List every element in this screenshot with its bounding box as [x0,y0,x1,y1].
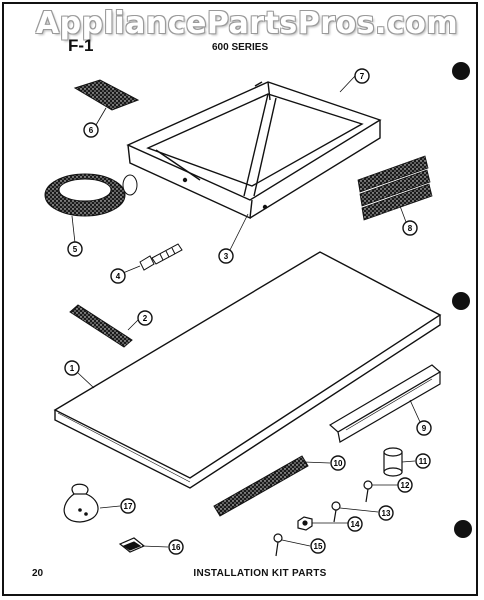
svg-text:10: 10 [334,459,343,468]
part-12-screw [363,480,373,503]
svg-text:11: 11 [419,457,428,466]
svg-text:15: 15 [314,542,323,551]
page-border [2,2,478,596]
svg-text:9: 9 [422,424,427,433]
part-10-long-gasket [213,455,309,517]
callout-14-nut: 14 [347,516,363,532]
part-1-panel [53,251,442,489]
callout-6-foam-pad: 6 [83,122,99,138]
part-2-small-gasket [69,304,133,348]
part-16-clip [118,537,146,553]
svg-text:4: 4 [116,272,121,281]
svg-text:5: 5 [73,245,78,254]
svg-text:13: 13 [382,509,391,518]
watermark: AppliancePartsPros.com [35,6,459,41]
svg-text:2: 2 [143,314,148,323]
binder-hole-middle [452,292,470,310]
callout-11-cap: 11 [415,453,431,469]
callout-1-panel: 1 [64,360,80,376]
part-17-hardware-bag [63,483,99,523]
callout-17-hardware-bag: 17 [120,498,136,514]
part-11-cap [383,447,403,477]
callout-9-angle-rail: 9 [416,420,432,436]
callout-4-bolt: 4 [110,268,126,284]
svg-text:8: 8 [408,224,413,233]
series-label: 600 SERIES [212,42,269,53]
svg-text:6: 6 [89,126,94,135]
callout-2-small-gasket: 2 [137,310,153,326]
part-13-screw [331,501,341,523]
callout-15-screw: 15 [310,538,326,554]
part-8-foam-strips [357,155,433,221]
svg-text:16: 16 [172,543,181,552]
svg-text:17: 17 [124,502,133,511]
part-5-seal-roll [44,173,138,217]
part-6-foam-pad [73,79,140,111]
callout-8-foam-strips: 8 [402,220,418,236]
svg-text:1: 1 [70,364,75,373]
callout-12-screw: 12 [397,477,413,493]
svg-text:7: 7 [360,72,365,81]
binder-hole-top [452,62,470,80]
svg-text:3: 3 [224,252,229,261]
part-4-bolt [139,243,183,271]
callout-3-frame: 3 [218,248,234,264]
callout-10-long-gasket: 10 [330,455,346,471]
figure-label: F-1 [68,36,94,55]
part-14-nut [297,516,313,531]
callout-5-seal-roll: 5 [67,241,83,257]
page-number: 20 [32,568,44,579]
callout-labels: 1 2 3 4 5 6 7 8 9 10 11 12 13 14 15 16 1… [64,68,432,555]
part-9-angle-rail [328,364,442,443]
svg-text:12: 12 [401,481,410,490]
binder-hole-bottom [454,520,472,538]
part-15-screw [273,533,283,557]
callout-16-clip: 16 [168,539,184,555]
diagram-caption: INSTALLATION KIT PARTS [193,568,327,579]
callout-13-screw: 13 [378,505,394,521]
svg-text:14: 14 [351,520,360,529]
callout-7-frame-top: 7 [354,68,370,84]
part-3-7-window-frame [126,81,382,220]
